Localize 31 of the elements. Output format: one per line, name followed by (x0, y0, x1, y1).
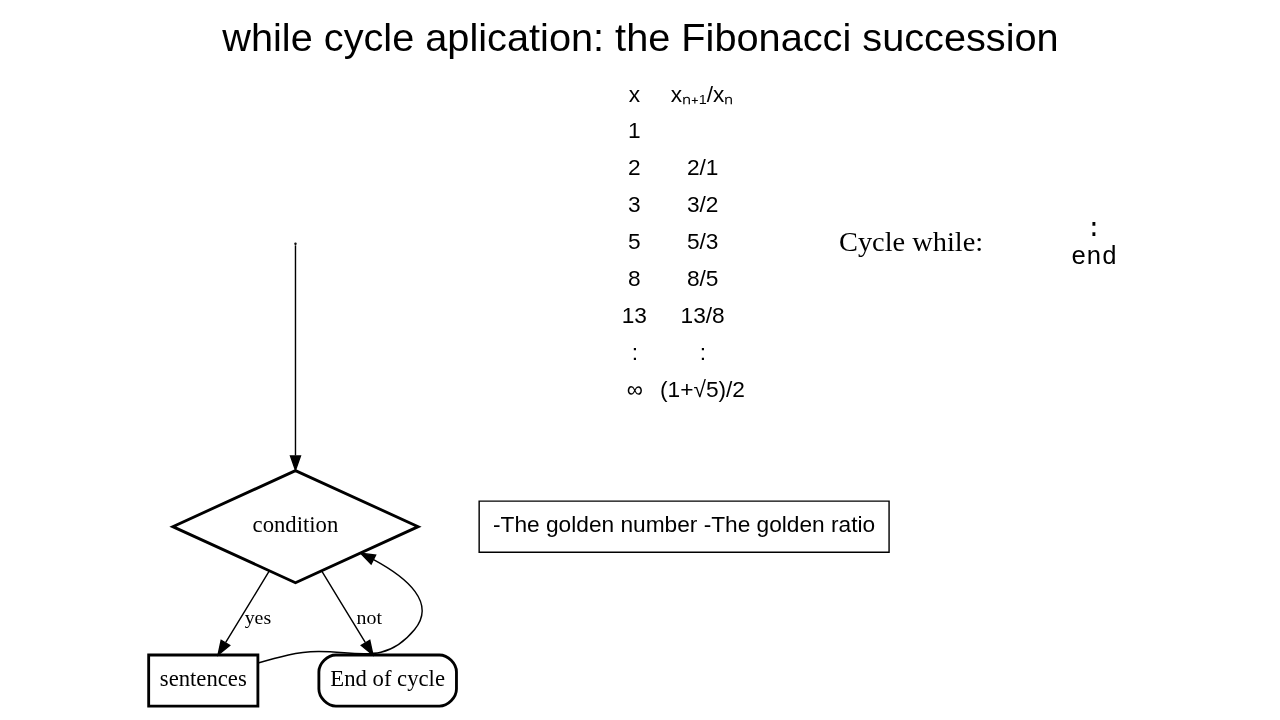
label: : (699, 338, 706, 365)
label: 3/2 (686, 191, 718, 218)
label: 13/8 (680, 301, 725, 328)
diagram-title: while cycle aplication: the Fibonacci succession (221, 15, 1059, 60)
label: 2/1 (686, 154, 718, 181)
label: 1 (627, 117, 641, 144)
label: ∞ (626, 375, 643, 402)
label: 2 (627, 154, 641, 181)
label: 8/5 (686, 264, 718, 291)
node-diamond: condition (168, 469, 422, 585)
label: Cycle while: (838, 225, 983, 257)
arrow (320, 570, 374, 657)
edge-label: yes (244, 606, 271, 629)
node-box: -The golden number -The golden ratio (477, 500, 890, 553)
label: xₙ₊₁/xₙ (670, 80, 733, 107)
arrow (289, 244, 301, 473)
arrow (256, 552, 423, 664)
arrow (216, 570, 270, 657)
node-box: End of cycle (316, 653, 458, 708)
edge-label: not (356, 606, 382, 629)
label: (1+√5)/2 (659, 375, 745, 402)
label: 5/3 (686, 228, 718, 255)
label: x (628, 80, 640, 107)
label: : (1085, 214, 1102, 244)
label: 5 (627, 228, 641, 255)
label: : (631, 338, 638, 365)
label: 8 (627, 264, 641, 291)
label: 13 (621, 301, 647, 328)
label: end (1070, 243, 1117, 273)
node-box: sentences (146, 653, 259, 708)
label: 3 (627, 191, 641, 218)
